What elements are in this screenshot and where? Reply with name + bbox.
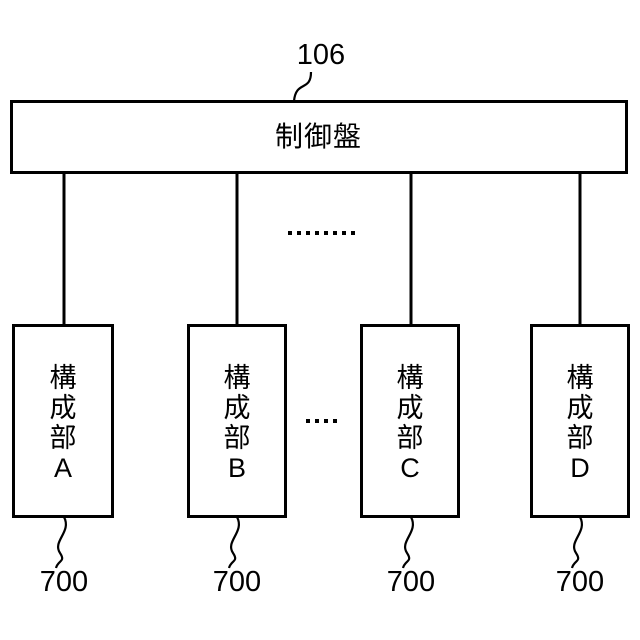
component-label-a: 構 成 部 A [33, 363, 93, 483]
control-panel-box [10, 100, 628, 174]
reference-leader-700-b [227, 516, 240, 569]
component-d-line-2: 成 [566, 393, 594, 423]
reference-number-106: 106 [296, 39, 346, 71]
component-box-a [12, 324, 114, 518]
reference-leader-700-a [54, 516, 67, 569]
component-a-line-4: A [53, 453, 72, 483]
reference-leader-106 [292, 71, 313, 102]
ellipsis-upper [288, 231, 355, 235]
component-box-d [530, 324, 630, 518]
component-label-d: 構 成 部 D [550, 363, 610, 483]
component-c-line-3: 部 [396, 423, 424, 453]
reference-number-700-d: 700 [555, 566, 605, 598]
reference-number-700-b: 700 [212, 566, 262, 598]
component-b-line-3: 部 [223, 423, 251, 453]
component-b-line-2: 成 [223, 393, 251, 423]
component-b-line-4: B [227, 453, 246, 483]
component-a-line-2: 成 [49, 393, 77, 423]
component-c-line-4: C [400, 453, 420, 483]
ellipsis-middle [306, 419, 337, 423]
component-d-line-3: 部 [566, 423, 594, 453]
component-label-c: 構 成 部 C [380, 363, 440, 483]
component-b-line-1: 構 [223, 363, 251, 393]
control-panel-label: 制御盤 [275, 121, 363, 152]
component-d-line-4: D [570, 453, 590, 483]
component-c-line-1: 構 [396, 363, 424, 393]
component-d-line-1: 構 [566, 363, 594, 393]
component-c-line-2: 成 [396, 393, 424, 423]
reference-number-700-c: 700 [386, 566, 436, 598]
component-box-b [187, 324, 287, 518]
component-label-b: 構 成 部 B [207, 363, 267, 483]
reference-leader-700-d [570, 516, 583, 569]
reference-number-700-a: 700 [39, 566, 89, 598]
component-a-line-1: 構 [49, 363, 77, 393]
component-a-line-3: 部 [49, 423, 77, 453]
reference-leader-700-c [401, 516, 414, 569]
component-box-c [360, 324, 460, 518]
